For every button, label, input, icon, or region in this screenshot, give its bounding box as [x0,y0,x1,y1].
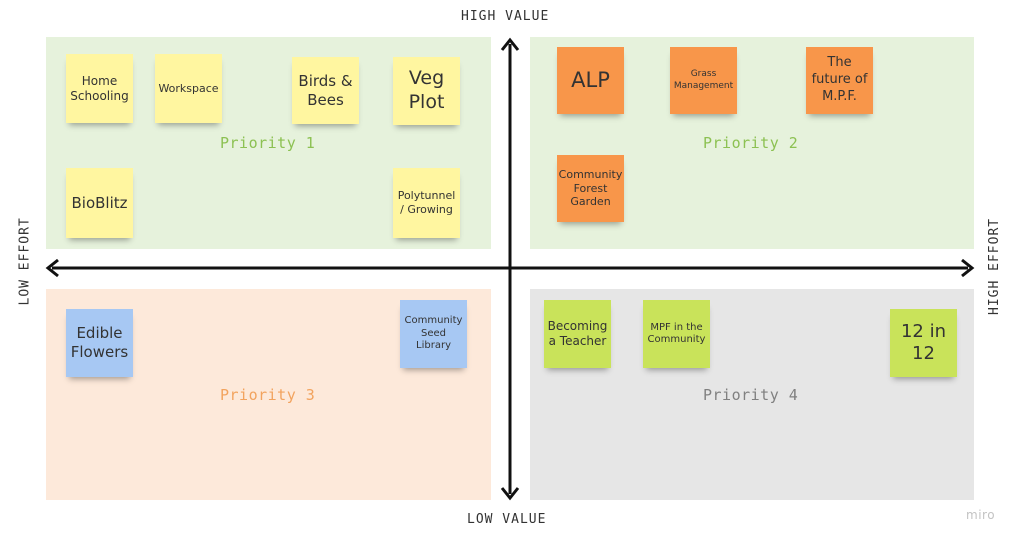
axis-label-high-effort: HIGH EFFORT [987,217,1002,315]
miro-logo: miro [966,508,996,522]
sticky-note-alp[interactable]: ALP [557,47,624,114]
axis-label-low-effort: LOW EFFORT [17,217,33,306]
sticky-note-home-schooling[interactable]: Home Schooling [66,54,133,123]
sticky-note-bioblitz[interactable]: BioBlitz [66,168,133,238]
priority-3-label: Priority 3 [220,386,316,404]
sticky-note-future-mpf[interactable]: The future of M.P.F. [806,47,873,114]
sticky-note-community-seed-library[interactable]: Community Seed Library [400,300,467,368]
priority-1-label: Priority 1 [220,134,316,152]
arrow-left-icon [45,258,59,278]
arrow-up-icon [500,37,520,51]
sticky-note-edible-flowers[interactable]: Edible Flowers [66,309,133,377]
priority-4-label: Priority 4 [703,386,799,404]
arrow-down-icon [500,487,520,501]
sticky-note-veg-plot[interactable]: Veg Plot [393,57,460,125]
arrow-right-icon [961,258,975,278]
sticky-note-grass-management[interactable]: Grass Management [670,47,737,114]
axis-label-high-value: HIGH VALUE [461,9,550,24]
sticky-note-mpf-in-community[interactable]: MPF in the Community [643,300,710,368]
sticky-note-birds-bees[interactable]: Birds & Bees [292,57,359,124]
sticky-note-12-in-12[interactable]: 12 in 12 [890,309,957,377]
priority-2-label: Priority 2 [703,134,799,152]
sticky-note-polytunnel-growing[interactable]: Polytunnel / Growing [393,168,460,238]
axis-label-low-value: LOW VALUE [467,512,547,527]
sticky-note-community-forest-garden[interactable]: Community Forest Garden [557,155,624,222]
sticky-note-workspace[interactable]: Workspace [155,54,222,123]
sticky-note-becoming-teacher[interactable]: Becoming a Teacher [544,300,611,368]
